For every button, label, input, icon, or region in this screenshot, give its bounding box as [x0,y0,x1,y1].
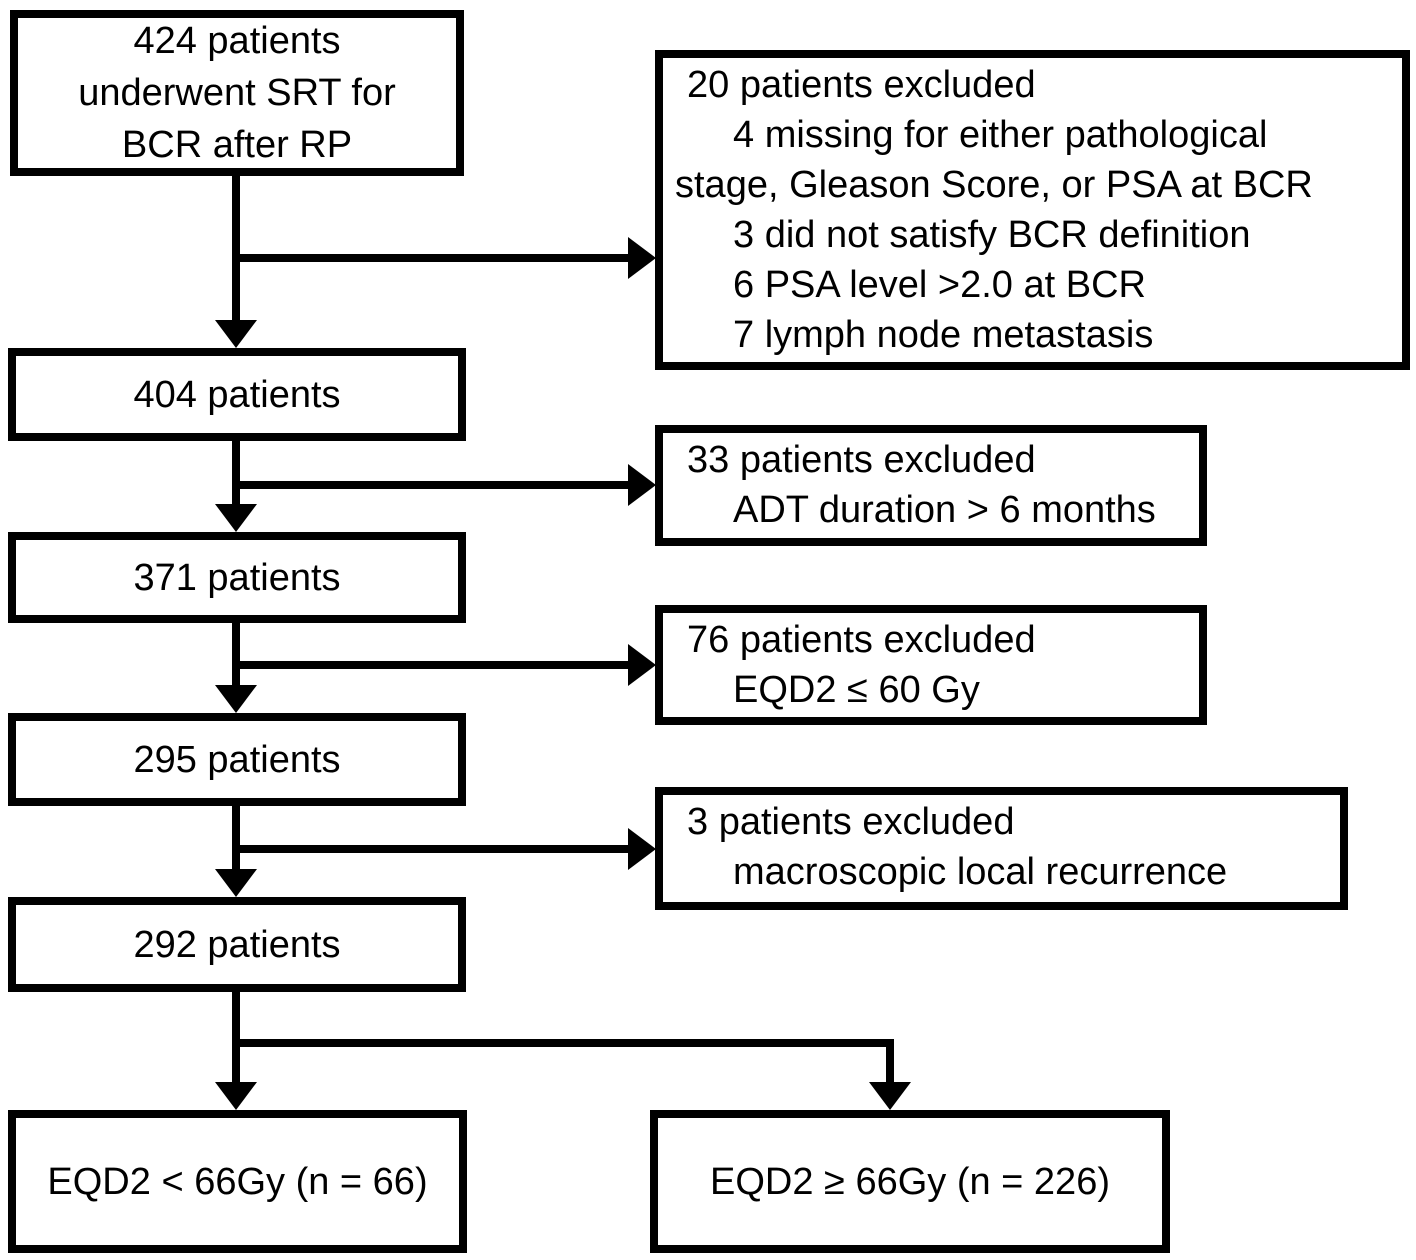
branch-line-to-exclusion-33 [232,481,628,489]
excl-76-line-2: EQD2 ≤ 60 Gy [733,669,980,711]
excl-3-line-1: 3 patients excluded [687,801,1015,843]
arrowhead-into-exclusion-76 [628,644,656,686]
arrowhead-into-404 [215,320,257,348]
node-295-patients: 295 patients [8,713,466,806]
excl-20-line-4: 3 did not satisfy BCR definition [733,214,1251,256]
node-424-line-1: 424 patients [133,20,341,62]
spine-line-424-to-404 [232,176,240,322]
exclusion-box-76-patients: 76 patients excluded EQD2 ≤ 60 Gy [655,605,1207,725]
node-eqd2-lt-66: EQD2 < 66Gy (n = 66) [8,1110,467,1253]
exclusion-box-33-patients: 33 patients excluded ADT duration > 6 mo… [655,425,1207,546]
excl-20-line-2: 4 missing for either pathological [733,114,1268,156]
drop-line-to-ge66 [886,1047,894,1082]
excl-20-line-3: stage, Gleason Score, or PSA at BCR [675,164,1313,206]
spine-line-371-to-295 [232,623,240,687]
excl-33-line-2: ADT duration > 6 months [733,489,1156,531]
branch-line-to-exclusion-76 [232,661,628,669]
arrowhead-into-371 [215,504,257,532]
arrowhead-into-292 [215,869,257,897]
arrowhead-into-exclusion-20 [628,237,656,279]
exclusion-box-3-patients: 3 patients excluded macroscopic local re… [655,787,1348,910]
arrowhead-into-lt66 [215,1082,257,1110]
branch-line-to-exclusion-20 [232,254,628,262]
spine-line-292-to-lt66 [232,992,240,1082]
excl-76-line-1: 76 patients excluded [687,619,1036,661]
arrowhead-into-exclusion-33 [628,464,656,506]
excl-20-line-1: 20 patients excluded [687,64,1036,106]
node-424-line-3: BCR after RP [121,124,353,166]
spine-line-404-to-371 [232,441,240,506]
arrowhead-into-ge66 [869,1082,911,1110]
node-eqd2-ge-66: EQD2 ≥ 66Gy (n = 226) [650,1110,1170,1253]
node-424-line-2: underwent SRT for [78,72,396,114]
branch-line-to-exclusion-3 [232,845,628,853]
excl-20-line-6: 7 lymph node metastasis [733,314,1154,356]
split-horizontal-line [232,1039,894,1047]
excl-33-line-1: 33 patients excluded [687,439,1036,481]
excl-20-line-5: 6 PSA level >2.0 at BCR [733,264,1146,306]
spine-line-295-to-292 [232,806,240,871]
exclusion-box-20-patients: 20 patients excluded 4 missing for eithe… [655,50,1410,370]
arrowhead-into-exclusion-3 [628,828,656,870]
node-424-patients: 424 patients underwent SRT for BCR after… [10,10,464,176]
node-371-patients: 371 patients [8,532,466,623]
node-292-patients: 292 patients [8,897,466,992]
excl-3-line-2: macroscopic local recurrence [733,851,1228,893]
arrowhead-into-295 [215,685,257,713]
node-404-patients: 404 patients [8,348,466,441]
